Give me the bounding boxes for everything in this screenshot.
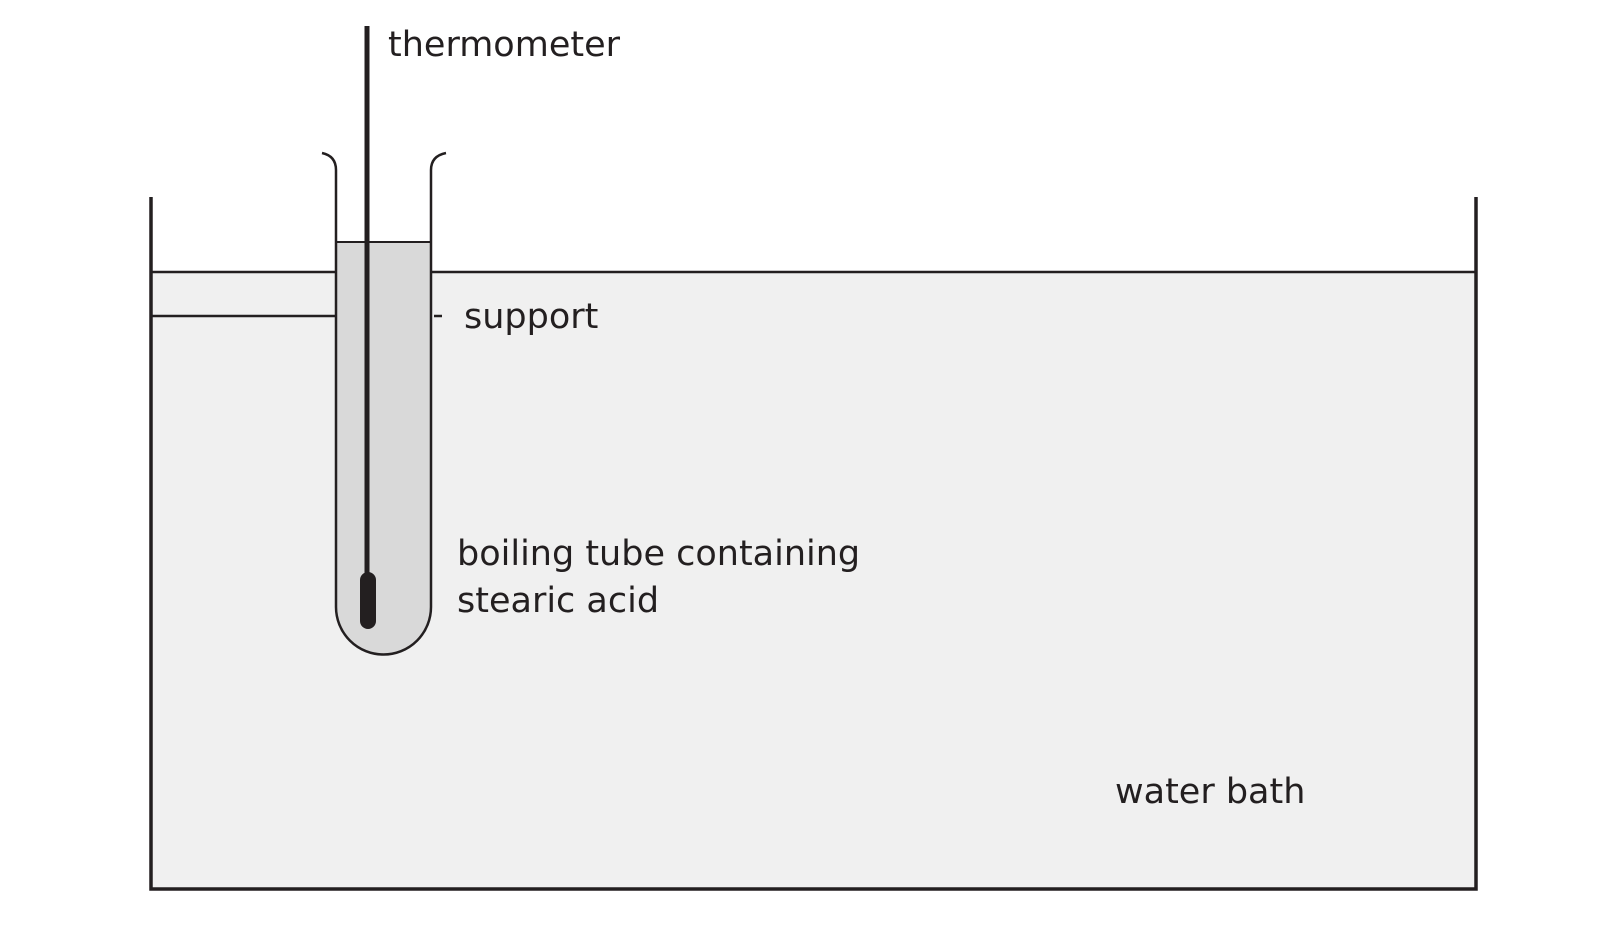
thermometer-bulb xyxy=(360,572,376,629)
boiling-tube xyxy=(321,151,447,656)
water-bath-label: water bath xyxy=(1115,772,1305,812)
boiling-tube-label-line2: stearic acid xyxy=(457,581,659,621)
thermometer-label: thermometer xyxy=(388,25,621,65)
stearic-acid xyxy=(336,242,431,655)
water-bath-container xyxy=(149,197,1478,891)
boiling-tube-label-line1: boiling tube containing xyxy=(457,534,860,574)
support-label: support xyxy=(464,297,598,337)
